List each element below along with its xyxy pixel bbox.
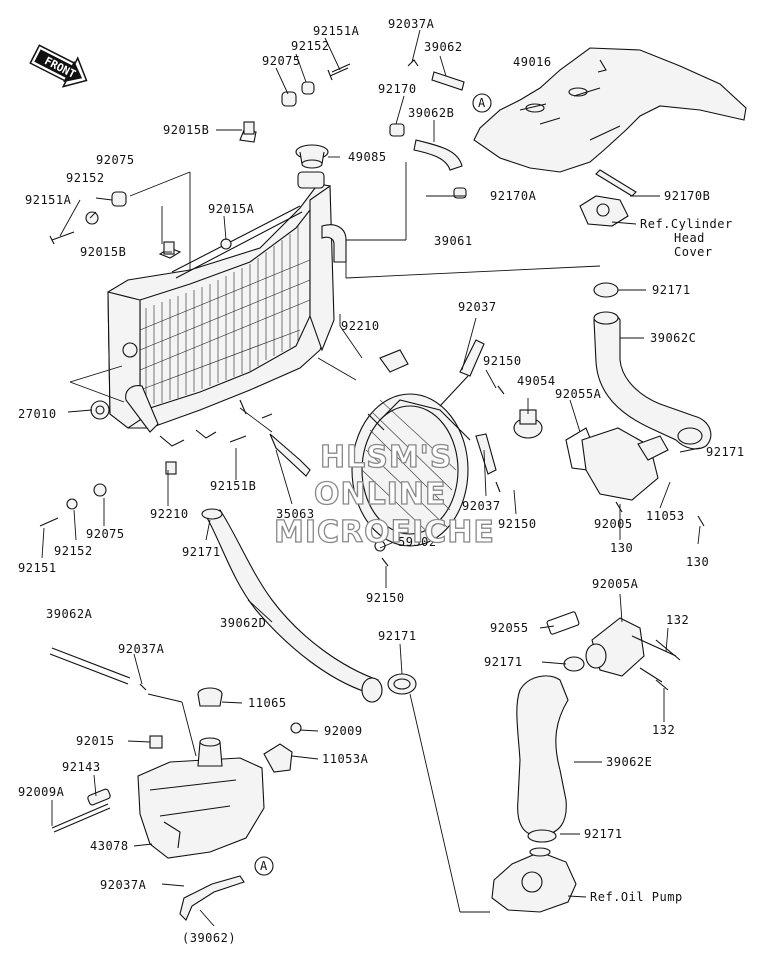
label-49054: 49054 [517,374,556,388]
label-92171-r1: 92171 [652,283,691,297]
hose-39062b [389,123,467,199]
label-92005a: 92005A [592,577,639,591]
label-92005: 92005 [594,517,633,531]
radiator-cap [295,144,329,169]
label-92055a: 92055A [555,387,602,401]
label-59502: 59502 [398,535,437,549]
label-43078: 43078 [90,839,129,853]
label-ref-cylinder-head: Head [674,231,705,245]
thermostat-49054 [513,409,543,439]
callout-a-bottom: A [254,856,274,876]
label-132-b: 132 [652,723,675,737]
label-92037a-low: 92037A [118,642,165,656]
label-92151a-top: 92151A [313,24,360,38]
label-ref-oil-pump: Ref.Oil Pump [590,890,683,904]
oil-pump [491,847,577,913]
front-arrow-icon: FRONT [29,44,88,88]
svg-text:A: A [260,859,268,873]
label-92075-low: 92075 [86,527,125,541]
label-11053a: 11053A [322,752,369,766]
reservoir-tank-43078 [137,737,265,859]
hose-39062e [516,675,569,843]
label-92015b-top: 92015B [163,123,209,137]
thermostat-cover-92005 [581,427,669,501]
label-39061: 39061 [434,234,473,248]
label-92171-bot: 92171 [584,827,623,841]
label-92151: 92151 [18,561,57,575]
bracket-11053a [263,722,302,773]
fasteners-top [49,59,419,255]
callout-a-top: A [472,93,492,113]
hose-clamp-92170b [579,169,637,227]
label-92171-r3: 92171 [484,655,523,669]
label-49085: 49085 [348,150,387,164]
hose-39062 [431,71,465,91]
label-39062b: 39062B [408,106,454,120]
label-49016: 49016 [513,55,552,69]
label-92171-r2: 92171 [706,445,745,459]
radiator-core [90,129,347,447]
label-39062: 39062 [424,40,463,54]
label-92037a-top: 92037A [388,17,435,31]
label-92075-left: 92075 [96,153,135,167]
label-92055: 92055 [490,621,529,635]
label-130-a: 130 [610,541,633,555]
label-132-a: 132 [666,613,689,627]
label-92009: 92009 [324,724,363,738]
label-92150-b: 92150 [498,517,537,531]
label-92170: 92170 [378,82,417,96]
label-11065: 11065 [248,696,287,710]
label-92170b: 92170B [664,189,710,203]
label-92171-low: 92171 [182,545,221,559]
svg-text:A: A [478,96,486,110]
leader-lines [41,29,701,927]
label-11053: 11053 [646,509,685,523]
label-92152-top: 92152 [291,39,330,53]
label-92037-low: 92037 [462,499,501,513]
label-130-b: 130 [686,555,709,569]
watermark: HLSM'S ONLINE MICROFICHE [273,439,495,550]
label-39062e: 39062E [606,755,652,769]
label-92170a: 92170A [490,189,537,203]
cover-49016 [473,47,747,173]
label-39062c: 39062C [650,331,696,345]
label-39062d: 39062D [220,616,266,630]
clamp-92171-mid [387,673,417,695]
svg-text:MICROFICHE: MICROFICHE [274,515,495,550]
label-92171-mid: 92171 [378,629,417,643]
label-27010: 27010 [18,407,57,421]
label-92015b-mid: 92015B [80,245,126,259]
hose-39062d [201,508,383,703]
label-92151b: 92151B [210,479,256,493]
label-ref-cylinder-cover: Cover [674,245,713,259]
label-92015: 92015 [76,734,115,748]
svg-text:HLSM'S: HLSM'S [320,440,452,475]
label-39062a: 39062A [46,607,93,621]
label-92015a: 92015A [208,202,255,216]
svg-text:ONLINE: ONLINE [314,477,447,512]
fasteners-bottom [39,385,705,921]
label-92009a: 92009A [18,785,65,799]
label-92210-mid: 92210 [341,319,380,333]
label-92075-top: 92075 [262,54,301,68]
fitting-92005a [546,611,677,683]
part-labels: 92151A 92037A 92152 39062 92075 49016 92… [18,17,745,945]
label-92152-left: 92152 [66,171,105,185]
label-39062-paren: (39062) [182,931,236,945]
label-92037a-bot: 92037A [100,878,147,892]
cooling-fan [351,339,497,552]
label-92150-a: 92150 [483,354,522,368]
label-ref-cylinder: Ref.Cylinder [640,217,733,231]
label-35063: 35063 [276,507,315,521]
reservoir-cap-11065 [197,687,223,707]
label-92143: 92143 [62,760,101,774]
label-92151a-left: 92151A [25,193,72,207]
hose-39062c [593,311,712,450]
label-92037-mid: 92037 [458,300,497,314]
clamp-92171-right [593,282,619,298]
label-92150-c: 92150 [366,591,405,605]
label-92210-low: 92210 [150,507,189,521]
label-92152-low: 92152 [54,544,93,558]
